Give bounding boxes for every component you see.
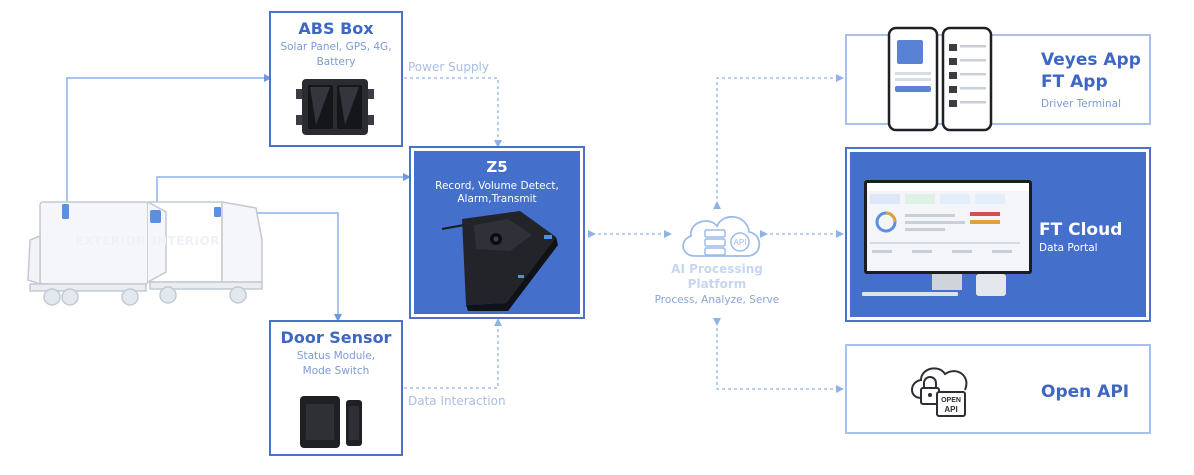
z5-title: Z5: [486, 158, 508, 176]
exterior-sensor: [62, 204, 69, 219]
z5-device-image: [441, 211, 558, 311]
truck-exterior-label: EXTERIOR: [75, 234, 146, 248]
abs-box-subtitle-line1: Solar Panel, GPS, 4G,: [280, 41, 392, 53]
power-supply-label: Power Supply: [408, 60, 489, 74]
z5-desc-line2: Alarm,Transmit: [457, 193, 537, 205]
abs-box-subtitle-line2: Battery: [316, 56, 356, 68]
door-sensor-device-image: [300, 396, 362, 448]
cloud-subtitle: Data Portal: [1039, 242, 1098, 254]
platform-subtitle: Process, Analyze, Serve: [654, 294, 780, 306]
phones-image: [887, 26, 993, 132]
line-truck-to-door-sensor: [222, 212, 342, 322]
interior-sensor-right: [214, 207, 221, 217]
interior-sensor-left: [150, 210, 161, 223]
cloud-card: FT Cloud Data Portal: [845, 147, 1151, 322]
door-sensor-subtitle-line2: Mode Switch: [302, 365, 370, 377]
platform-label: AI Processing Platform Process, Analyze,…: [650, 262, 784, 306]
door-sensor-title: Door Sensor: [280, 328, 392, 347]
z5-desc-line1: Record, Volume Detect,: [435, 180, 559, 192]
line-truck-to-z5: [156, 173, 411, 210]
app-title-line1: Veyes App: [1041, 50, 1141, 70]
platform-title-line1: AI Processing: [671, 262, 763, 276]
app-title-line2: FT App: [1041, 72, 1108, 92]
app-card: Veyes App FT App Driver Terminal: [845, 26, 1151, 132]
cloud-title: FT Cloud: [1039, 220, 1123, 240]
app-subtitle: Driver Terminal: [1041, 98, 1122, 110]
open-api-card: OPEN API Open API: [845, 344, 1151, 434]
z5-card: Z5 Record, Volume Detect, Alarm,Transmit: [409, 146, 585, 319]
data-interaction-label: Data Interaction: [408, 394, 506, 408]
line-data-interaction: [404, 318, 502, 389]
door-sensor-card: Door Sensor Status Module, Mode Switch: [269, 320, 403, 456]
line-power-supply: [404, 77, 502, 148]
abs-box-device-image: [296, 79, 374, 135]
cloud-panel: FT Cloud Data Portal: [850, 152, 1146, 317]
platform-api-icon-text: API: [734, 238, 747, 247]
line-platform-open-api: [713, 318, 844, 393]
open-api-icon-text-line2: API: [944, 405, 957, 414]
open-api-title: Open API: [1041, 382, 1130, 402]
z5-panel: Z5 Record, Volume Detect, Alarm,Transmit: [414, 151, 580, 314]
desktop-computer-image: [862, 180, 1032, 296]
truck-interior-label: INTERIOR: [152, 234, 221, 248]
line-abs-to-truck: [66, 74, 272, 205]
truck-interior-illustration: [147, 201, 263, 304]
door-sensor-subtitle-line1: Status Module,: [296, 350, 376, 362]
open-api-icon-text-line1: OPEN: [941, 397, 961, 404]
truck-exterior-illustration: [27, 201, 149, 306]
abs-box-card: ABS Box Solar Panel, GPS, 4G, Battery: [269, 11, 403, 147]
platform-title-line2: Platform: [687, 277, 747, 291]
line-platform-app: [713, 74, 844, 209]
abs-box-title: ABS Box: [298, 19, 374, 38]
open-api-cloud-lock-icon: OPEN API: [911, 367, 968, 417]
cloud-server-api-icon: API: [682, 216, 761, 257]
